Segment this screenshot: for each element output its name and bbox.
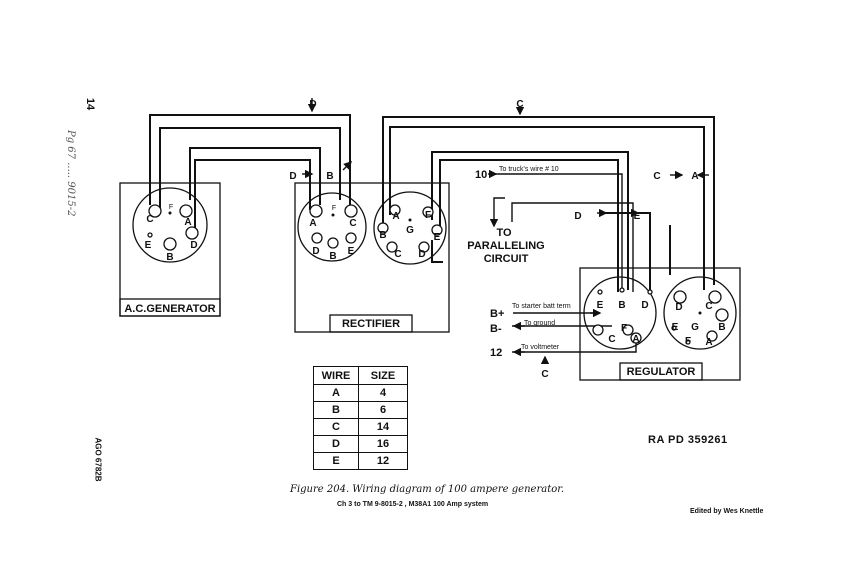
svg-text:E: E <box>145 240 152 251</box>
ra-pd-reference: RA PD 359261 <box>648 434 728 446</box>
svg-text:E: E <box>348 246 355 257</box>
table-cell: 16 <box>358 435 408 453</box>
svg-text:C: C <box>516 99 523 110</box>
svg-text:B: B <box>379 230 386 241</box>
svg-text:B+: B+ <box>490 308 504 320</box>
edited-by-note: Edited by Wes Knettle <box>690 508 764 515</box>
table-header-size: SIZE <box>358 366 408 385</box>
svg-text:PARALLELING: PARALLELING <box>467 240 544 252</box>
svg-text:G: G <box>691 322 699 333</box>
svg-text:D: D <box>312 246 319 257</box>
table-cell: 14 <box>358 418 408 436</box>
svg-text:B: B <box>618 300 625 311</box>
svg-text:C: C <box>146 214 153 225</box>
figure-caption: Figure 204. Wiring diagram of 100 ampere… <box>290 484 565 495</box>
generator-pins: C F A E B D <box>145 204 199 263</box>
wire-runs <box>149 114 715 353</box>
table-cell: 4 <box>358 384 408 402</box>
svg-text:E: E <box>597 300 604 311</box>
figure-subcaption: Ch 3 to TM 9-8015-2 , M38A1 100 Amp syst… <box>337 501 489 508</box>
svg-text:D: D <box>675 302 682 313</box>
svg-text:E: E <box>634 211 641 222</box>
svg-text:A: A <box>632 334 639 345</box>
table-cell: C <box>313 418 359 436</box>
svg-text:D: D <box>574 211 581 222</box>
rectifier-right-pins: A F B G E C D <box>377 204 443 260</box>
svg-text:E: E <box>434 232 441 243</box>
generator-label: A.C.GENERATOR <box>124 303 215 315</box>
table-header-row: WIRE SIZE <box>313 366 408 385</box>
svg-text:B: B <box>718 322 725 333</box>
svg-text:10: 10 <box>475 169 487 181</box>
svg-text:To ground: To ground <box>524 320 555 327</box>
svg-text:C: C <box>653 171 660 182</box>
svg-text:C: C <box>608 334 615 345</box>
ago-reference: AGO 6782B <box>93 437 103 482</box>
table-cell: 12 <box>358 452 408 470</box>
table-cell: 6 <box>358 401 408 419</box>
svg-text:B: B <box>329 251 336 262</box>
svg-text:TO: TO <box>496 227 512 239</box>
handwritten-note: Pg 67 ..... 9015-2 <box>65 129 76 216</box>
svg-text:B-: B- <box>490 323 502 335</box>
rectifier-label: RECTIFIER <box>342 318 400 330</box>
external-connections: 10 To truck's wire # 10 TO PARALLELING C… <box>467 166 571 359</box>
regulator-right-pins: D C E G B F A <box>671 290 729 348</box>
svg-text:To voltmeter: To voltmeter <box>521 344 560 351</box>
svg-text:E: E <box>672 322 679 333</box>
svg-text:To truck's wire # 10: To truck's wire # 10 <box>499 166 559 173</box>
svg-text:F: F <box>621 323 627 334</box>
svg-text:F: F <box>332 205 336 212</box>
svg-text:C: C <box>394 249 401 260</box>
table-cell: A <box>313 384 359 402</box>
page-number: 14 <box>84 97 97 111</box>
svg-text:C: C <box>349 218 356 229</box>
svg-text:D: D <box>289 171 296 182</box>
table-header-wire: WIRE <box>313 366 359 385</box>
rectifier-left-pins: A F C D B E <box>309 204 358 262</box>
svg-text:D: D <box>309 99 316 110</box>
table-cell: B <box>313 401 359 419</box>
svg-text:A: A <box>184 217 191 228</box>
svg-text:To starter batt term: To starter batt term <box>512 303 571 310</box>
svg-text:A: A <box>392 211 399 222</box>
svg-text:F: F <box>685 336 691 347</box>
wire-labels: D C D B C A D E C <box>289 99 698 380</box>
svg-text:F: F <box>425 210 431 221</box>
svg-text:B: B <box>326 171 333 182</box>
svg-text:F: F <box>169 204 173 211</box>
svg-text:12: 12 <box>490 347 502 359</box>
table-cell: E <box>313 452 359 470</box>
svg-text:D: D <box>641 300 648 311</box>
svg-text:C: C <box>705 301 712 312</box>
regulator-left-pins: E B D F C A <box>592 287 653 345</box>
svg-text:C: C <box>541 369 548 380</box>
regulator-label: REGULATOR <box>627 366 696 378</box>
svg-text:A: A <box>705 337 712 348</box>
svg-text:B: B <box>166 252 173 263</box>
svg-text:A: A <box>309 218 316 229</box>
svg-text:G: G <box>406 225 414 236</box>
svg-text:A: A <box>691 171 698 182</box>
svg-text:D: D <box>190 240 197 251</box>
svg-text:D: D <box>418 249 425 260</box>
svg-text:CIRCUIT: CIRCUIT <box>484 253 529 265</box>
table-cell: D <box>313 435 359 453</box>
